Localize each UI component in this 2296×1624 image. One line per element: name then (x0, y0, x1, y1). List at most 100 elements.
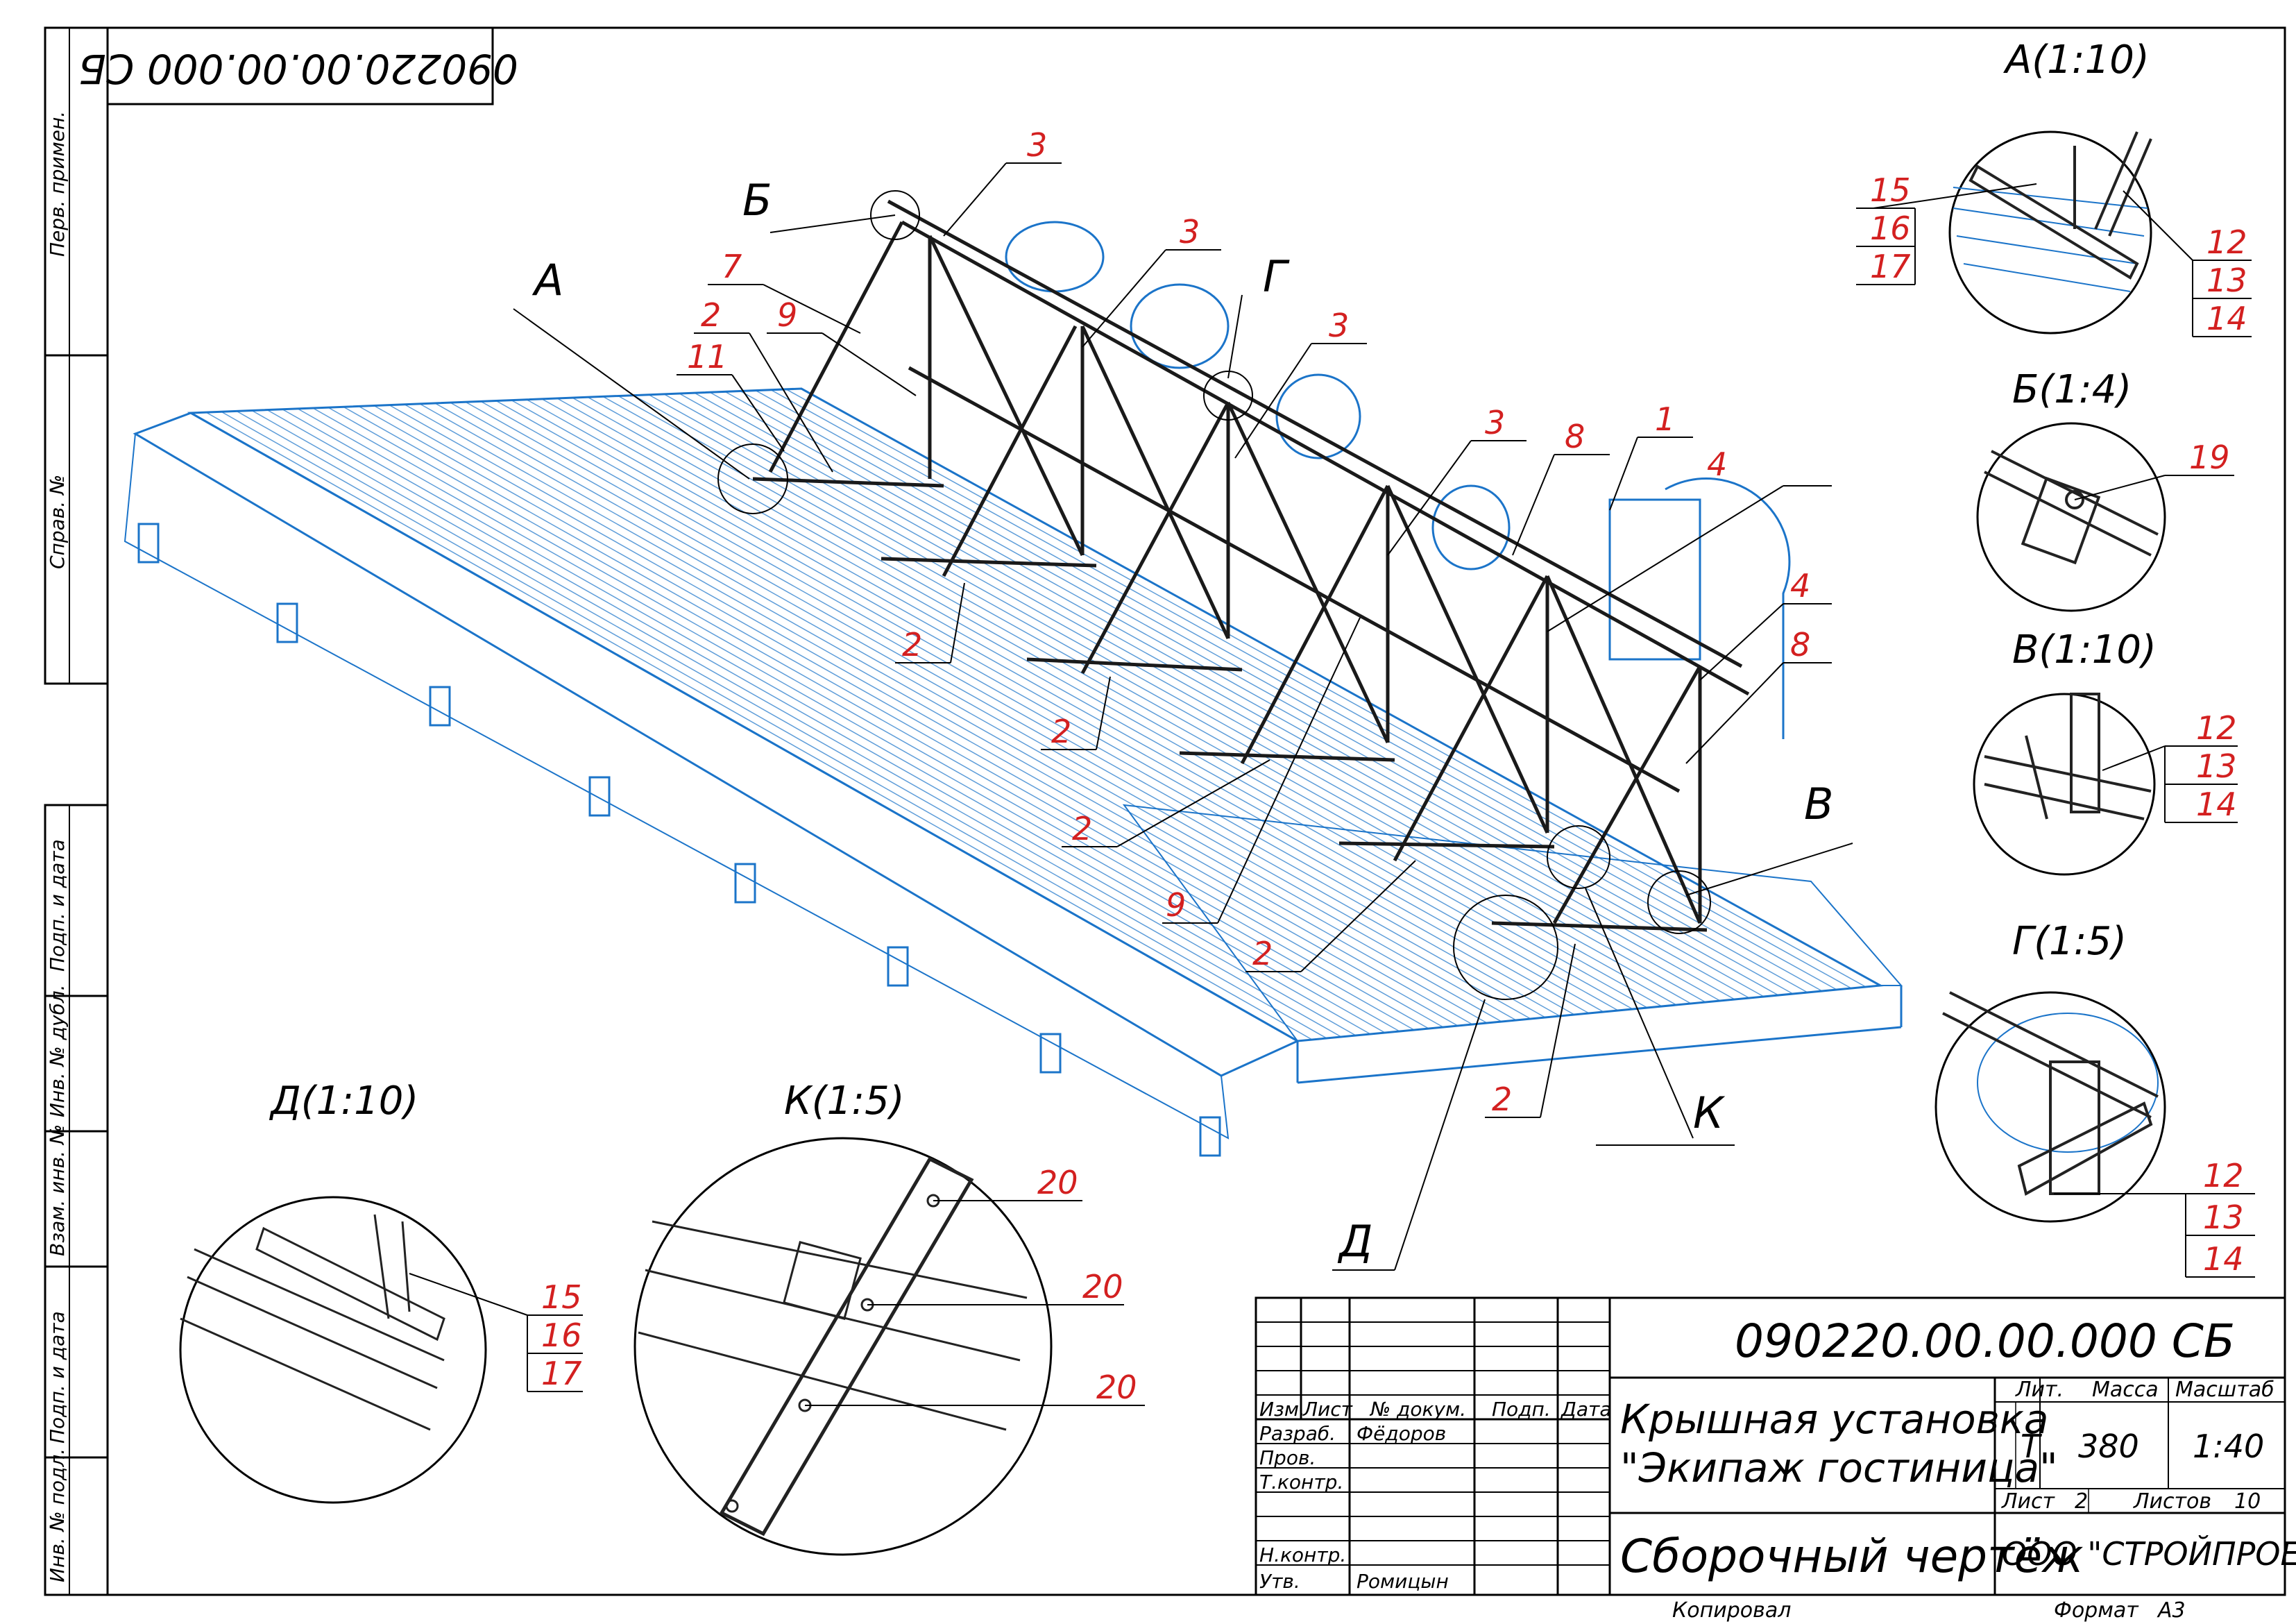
role-nkontr: Н.контр. (1259, 1543, 1346, 1566)
role-razrab: Разраб. (1259, 1422, 1336, 1445)
sheet-label: Лист (2001, 1489, 2056, 1514)
detail-circle-b (870, 190, 920, 240)
svg-text:А(1:10): А(1:10) (2003, 37, 2150, 83)
doc-type: Сборочный чертёж (1620, 1530, 2084, 1583)
strip-label-sprav: Справ. № (46, 475, 69, 569)
svg-text:12: 12 (2196, 709, 2237, 747)
mass-value: 380 (2078, 1428, 2139, 1465)
callout-8-top: 8 (1565, 418, 1585, 455)
company: ООО "СТРОЙПРОЕКТ" (2002, 1535, 2296, 1573)
strip-label-inv-dubl: Инв. № дубл. (46, 984, 69, 1117)
svg-text:20: 20 (1082, 1268, 1123, 1305)
callout-2-a: 2 (902, 626, 922, 663)
lit-value: Т (2021, 1428, 2043, 1465)
callout-9-low: 9 (1166, 886, 1186, 924)
callout-11: 11 (687, 338, 728, 375)
svg-text:090220.00.00.000 СБ: 090220.00.00.000 СБ (78, 45, 518, 92)
callout-3-a: 3 (1027, 126, 1047, 164)
detail-k: К(1:5) 20 20 20 (633, 1079, 1145, 1556)
product-name-2: "Экипаж гостиница" (1620, 1444, 2058, 1491)
hdr-list: Лист (1302, 1398, 1353, 1421)
svg-text:14: 14 (2203, 1240, 2244, 1278)
role-tkontr: Т.контр. (1259, 1471, 1343, 1494)
callout-8-mid: 8 (1790, 626, 1810, 663)
view-letter-g: Г (1263, 251, 1290, 302)
callout-2-c: 2 (1072, 810, 1092, 847)
hdr-podp: Подп. (1492, 1398, 1551, 1421)
svg-text:16: 16 (1870, 210, 1911, 247)
view-letter-k: К (1693, 1088, 1726, 1138)
strip-label-podp1: Подп. и дата (46, 839, 69, 972)
detail-a: А(1:10) 15 16 17 12 13 14 (1856, 37, 2252, 337)
detail-circle-a (717, 443, 788, 514)
detail-circle-v (1647, 870, 1711, 934)
top-doc-number: 090220.00.00.000 СБ (78, 26, 518, 105)
callout-2-d: 2 (1252, 935, 1273, 972)
view-letter-d: Д (1337, 1216, 1372, 1267)
strip-label-inv-podl: Инв. № подл. (46, 1448, 69, 1582)
detail-circle-g (1203, 371, 1253, 421)
detail-circle-d (1453, 895, 1558, 1000)
title-block: Изм. Лист № докум. Подп. Дата Разраб. Пр… (1255, 1296, 2296, 1623)
copied-label: Копировал (1672, 1598, 1791, 1623)
scale-value: 1:40 (2193, 1428, 2264, 1465)
callout-3-c: 3 (1329, 307, 1349, 344)
svg-text:Д(1:10): Д(1:10) (269, 1079, 418, 1124)
svg-text:14: 14 (2206, 300, 2247, 337)
svg-text:17: 17 (1870, 248, 1911, 285)
strip-label-perv: Перв. примен. (46, 111, 69, 257)
view-letter-a: А (532, 255, 563, 305)
callout-3-d: 3 (1485, 404, 1505, 441)
svg-text:12: 12 (2206, 223, 2247, 261)
callout-3-b: 3 (1180, 213, 1200, 251)
callout-2-b: 2 (1051, 713, 1071, 750)
sheets-value: 10 (2234, 1489, 2261, 1514)
detail-d: Д(1:10) 15 16 17 (179, 1079, 583, 1504)
mass-label: Масса (2092, 1378, 2159, 1402)
doc-number: 090220.00.00.000 СБ (1735, 1314, 2235, 1368)
svg-text:Б(1:4): Б(1:4) (2012, 367, 2132, 412)
svg-text:17: 17 (541, 1355, 582, 1392)
side-strip: Перв. примен. Справ. № Подп. и дата Инв.… (44, 26, 109, 1596)
callout-1: 1 (1655, 400, 1675, 438)
svg-text:15: 15 (1870, 171, 1911, 209)
role-utv: Утв. (1259, 1570, 1300, 1593)
sheet-value: 2 (2075, 1489, 2088, 1514)
format-label: Формат (2054, 1598, 2139, 1623)
svg-text:20: 20 (1037, 1164, 1078, 1201)
svg-text:13: 13 (2196, 747, 2237, 785)
product-name-1: Крышная установка (1620, 1396, 2048, 1443)
callout-9-top: 9 (777, 296, 797, 334)
approver-name: Ромицын (1357, 1570, 1449, 1593)
svg-text:20: 20 (1096, 1369, 1137, 1406)
sheets-label: Листов (2133, 1489, 2211, 1514)
view-letter-v: В (1804, 779, 1834, 829)
main-roof-view: А Б Г В К Д 3 (124, 126, 1903, 1271)
callout-7: 7 (722, 248, 742, 285)
detail-circle-k (1547, 825, 1610, 889)
detail-v: В(1:10) 12 13 14 (1973, 627, 2238, 876)
svg-text:15: 15 (541, 1278, 582, 1316)
svg-text:13: 13 (2206, 262, 2247, 299)
svg-text:13: 13 (2203, 1199, 2244, 1236)
callout-4-top: 4 (1707, 446, 1727, 483)
svg-text:Г(1:5): Г(1:5) (2012, 919, 2127, 964)
svg-text:19: 19 (2189, 439, 2230, 476)
svg-text:К(1:5): К(1:5) (784, 1079, 905, 1124)
callout-2-top: 2 (701, 296, 721, 334)
strip-label-podp2: Подп. и дата (46, 1311, 69, 1444)
role-prov: Пров. (1259, 1446, 1316, 1469)
svg-text:14: 14 (2196, 786, 2237, 823)
callout-4-mid: 4 (1790, 567, 1810, 604)
format-value: А3 (2157, 1598, 2186, 1623)
hdr-doc: № докум. (1369, 1398, 1466, 1421)
detail-b: Б(1:4) 19 (1976, 367, 2234, 612)
strip-label-vzam: Взам. инв. № (46, 1124, 69, 1256)
view-letter-b: Б (742, 175, 772, 226)
developer-name: Фёдоров (1357, 1422, 1446, 1445)
scale-label: Масштаб (2175, 1378, 2274, 1402)
svg-text:16: 16 (541, 1317, 582, 1354)
svg-text:В(1:10): В(1:10) (2012, 627, 2157, 673)
svg-text:12: 12 (2203, 1157, 2244, 1194)
